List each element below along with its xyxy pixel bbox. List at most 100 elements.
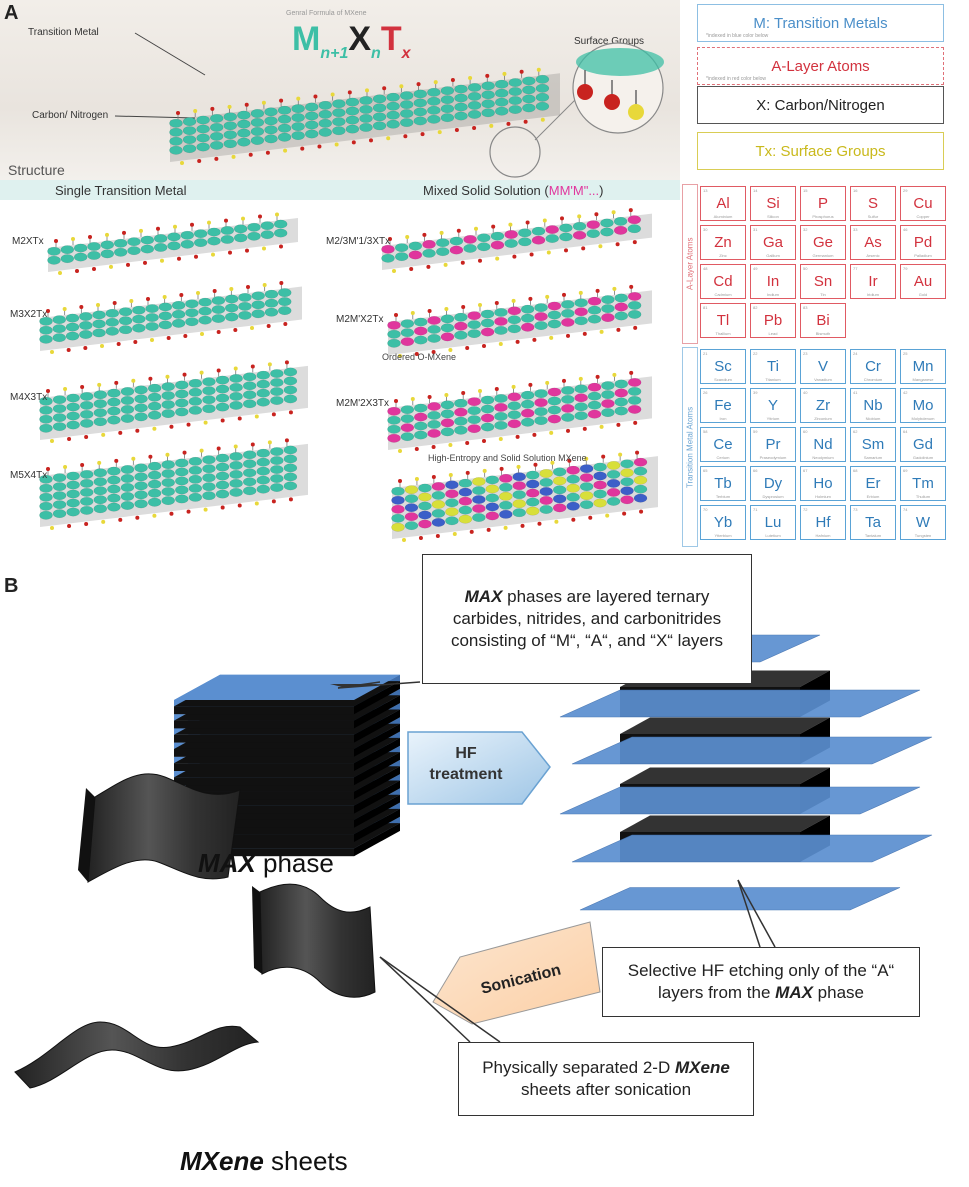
metal-atom: [525, 488, 540, 498]
surface-atom: [528, 296, 533, 301]
surface-atom: [135, 428, 140, 433]
surface-atom: [241, 216, 245, 221]
metal-atom: [418, 483, 432, 493]
metal-atom: [107, 466, 121, 476]
metal-atom: [39, 510, 53, 520]
surface-atom: [588, 515, 593, 520]
layer-front: [174, 763, 354, 771]
metal-atom: [494, 79, 509, 89]
mxene-sheets-caption: MXene sheets: [180, 1146, 348, 1177]
metal-atom: [391, 486, 405, 496]
metal-atom: [633, 484, 648, 494]
metal-atom: [134, 472, 148, 482]
surface-atom: [540, 117, 545, 122]
surface-atom: [472, 125, 477, 130]
atomic-number: 73: [853, 507, 858, 512]
surface-atom: [618, 452, 623, 457]
metal-atom: [386, 110, 400, 120]
surface-atom: [233, 444, 238, 449]
surface-atom: [629, 284, 634, 289]
metal-atom: [408, 250, 423, 260]
metal-atom: [391, 522, 405, 532]
metal-atom: [601, 295, 615, 305]
surface-atom: [67, 436, 72, 441]
metal-atom: [175, 380, 189, 390]
surface-atom: [79, 305, 84, 310]
surface-atom: [62, 307, 67, 312]
surface-atom: [211, 252, 215, 257]
surface-atom: [330, 92, 335, 97]
surface-atom: [382, 86, 387, 91]
metal-atom: [574, 393, 588, 403]
metal-atom: [394, 243, 409, 253]
formula-m: M: [292, 20, 321, 58]
surface-atom: [109, 264, 113, 269]
metal-atom: [79, 330, 93, 339]
metal-atom: [499, 491, 513, 501]
metal-atom: [381, 244, 395, 254]
metal-atom: [413, 335, 428, 345]
element-name: Yttrium: [766, 416, 780, 421]
metal-atom: [566, 465, 580, 475]
metal-atom: [132, 305, 146, 315]
metal-atom: [520, 304, 535, 314]
element-symbol: Ge: [812, 234, 833, 251]
surface-atom: [203, 420, 208, 425]
element-name: Holmium: [815, 494, 831, 499]
surface-atom: [254, 501, 259, 506]
layer-front: [174, 848, 354, 857]
label-high-entropy: High-Entropy and Solid Solution MXene: [428, 453, 587, 463]
surface-atom: [166, 336, 171, 341]
metal-atom: [79, 487, 94, 497]
surface-atom: [233, 328, 238, 333]
metal-atom: [520, 322, 535, 332]
metal-atom: [494, 420, 508, 430]
metal-atom: [193, 229, 208, 239]
metal-atom: [52, 404, 67, 414]
metal-atom: [79, 400, 94, 410]
surface-atom: [542, 218, 547, 223]
metal-atom: [627, 300, 642, 310]
metal-atom: [539, 496, 553, 505]
element-name: Neodymium: [812, 455, 834, 460]
metal-atom: [454, 84, 468, 94]
metal-atom: [391, 513, 405, 523]
metal-atom: [161, 460, 175, 470]
metal-atom: [39, 325, 53, 335]
callout-etch-rest: phase: [812, 983, 864, 1002]
surface-atom: [165, 452, 170, 457]
surface-atom: [516, 464, 521, 469]
element-name: Lutetium: [765, 533, 781, 538]
surface-atom: [152, 513, 157, 518]
metal-atom: [283, 472, 298, 482]
atomic-number: 71: [753, 507, 758, 512]
metal-atom: [52, 333, 67, 343]
surface-atom: [179, 293, 184, 298]
hf-arrow-line2: treatment: [430, 766, 504, 783]
metal-atom: [485, 502, 500, 512]
metal-atom: [233, 233, 248, 243]
metal-atom: [454, 312, 468, 322]
surface-atom: [50, 350, 54, 355]
metal-atom: [372, 103, 387, 113]
metal-atom: [237, 119, 251, 129]
element-name: Germanium: [812, 253, 834, 258]
metal-atom: [520, 390, 535, 400]
metal-atom: [454, 398, 468, 408]
surface-atom: [482, 438, 486, 443]
metal-atom: [587, 409, 602, 419]
metal-atom: [386, 119, 400, 129]
surface-atom: [250, 442, 255, 447]
metal-atom: [250, 109, 265, 118]
layer-side: [354, 709, 400, 743]
metal-atom: [507, 324, 522, 334]
metal-atom: [283, 367, 298, 377]
formula-title: Genral Formula of MXene: [286, 10, 367, 17]
surface-atom: [474, 226, 478, 231]
metal-atom: [39, 414, 53, 424]
metal-atom: [427, 420, 441, 429]
metal-atom: [277, 123, 292, 133]
metal-atom: [169, 118, 183, 128]
